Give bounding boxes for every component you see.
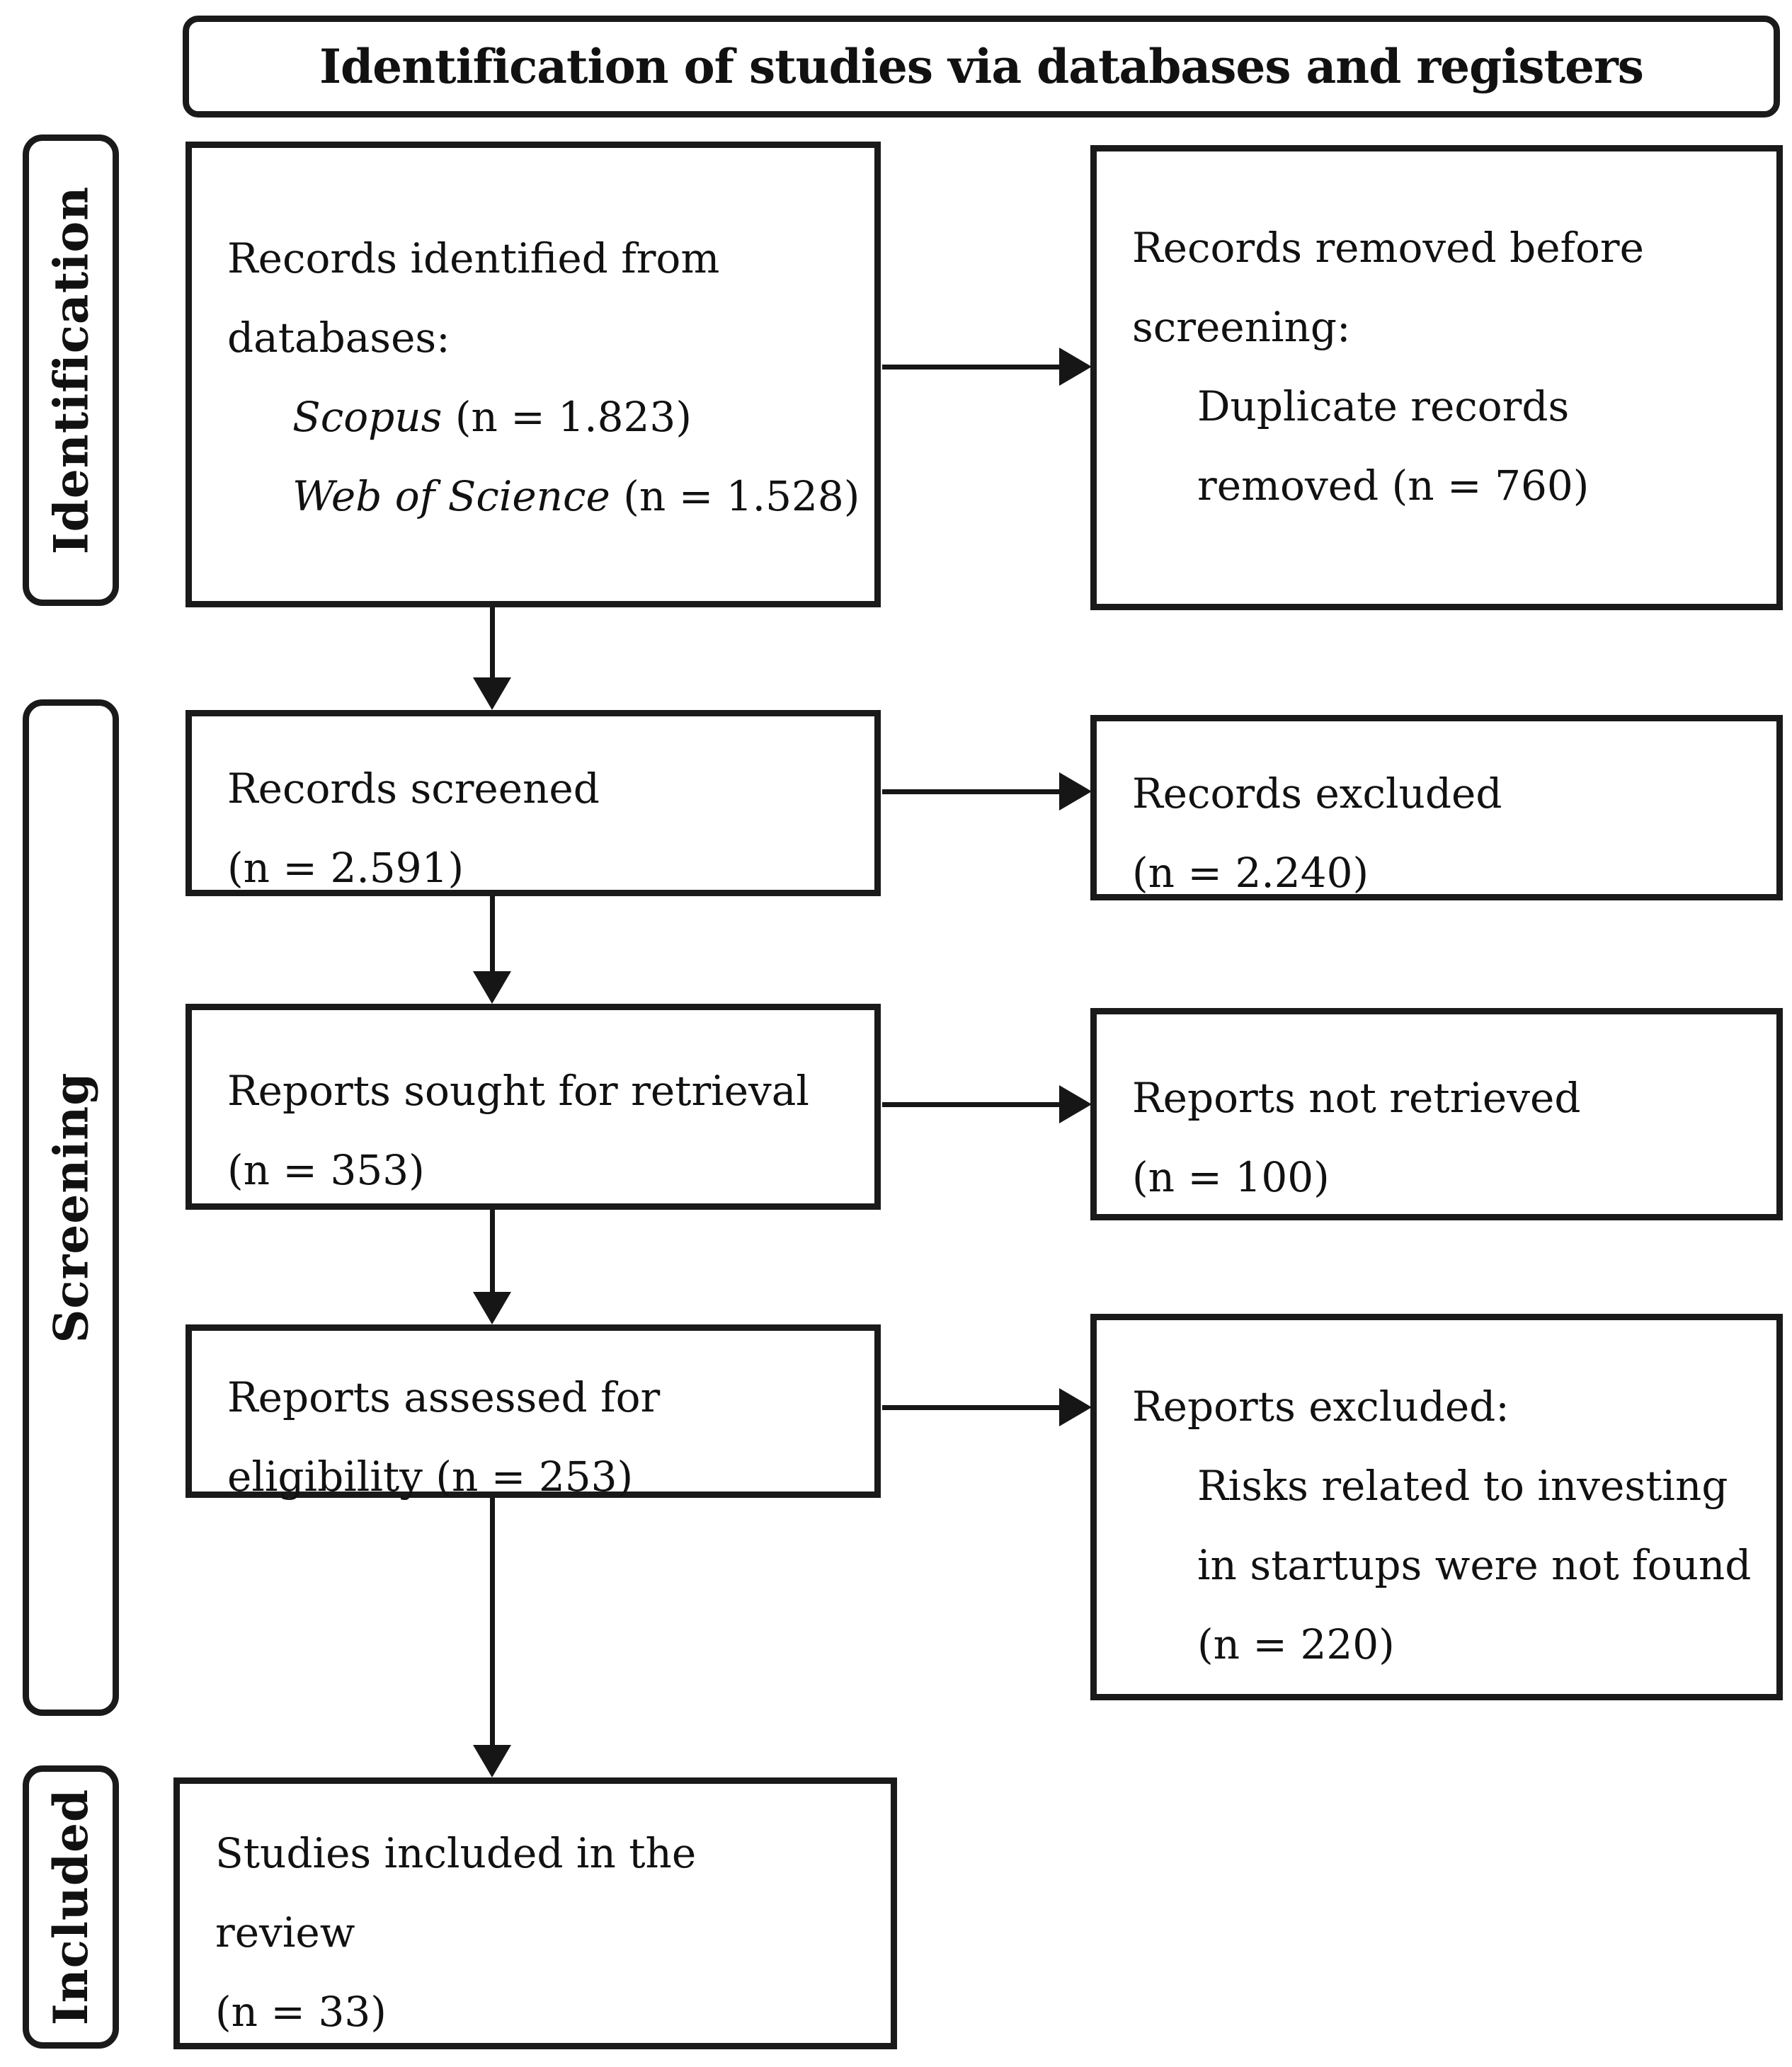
- arrow-right-icon: [882, 1387, 1092, 1427]
- box-reports-not-retrieved: Reports not retrieved (n = 100): [1090, 1008, 1783, 1220]
- arrow-head: [1059, 1388, 1092, 1426]
- box-studies-included: Studies included in the review (n = 33): [173, 1777, 897, 2049]
- records-screened-line1: Records screened: [227, 765, 600, 813]
- arrow-down-icon: [472, 896, 512, 1004]
- arrow-down-icon: [472, 1210, 512, 1324]
- records-screened-line2: (n = 2.591): [227, 844, 464, 892]
- arrow-shaft: [882, 364, 1059, 370]
- diagram-title: Identification of studies via databases …: [319, 39, 1644, 94]
- records-removed-line1: Records removed before: [1132, 224, 1644, 272]
- studies-included-line2: review: [215, 1908, 355, 1957]
- stage-box-screening: Screening: [23, 699, 119, 1716]
- arrow-head: [1059, 772, 1092, 811]
- reports-excluded-line1: Reports excluded:: [1132, 1382, 1509, 1431]
- arrow-down-icon: [472, 1498, 512, 1777]
- box-reports-assessed: Reports assessed for eligibility (n = 25…: [186, 1324, 881, 1501]
- arrow-down-icon: [472, 607, 512, 710]
- records-identified-line1: Records identified from: [227, 234, 720, 282]
- reports-excluded-detail3: (n = 220): [1197, 1620, 1395, 1668]
- reports-sought-line2: (n = 353): [227, 1146, 425, 1194]
- arrow-right-icon: [882, 347, 1092, 387]
- box-records-removed: Records removed before screening: Duplic…: [1090, 145, 1783, 610]
- stage-label-identification: Identification: [43, 185, 99, 555]
- arrow-head: [1059, 348, 1092, 386]
- stage-label-included: Included: [43, 1788, 99, 2026]
- stage-label-screening: Screening: [43, 1072, 99, 1344]
- arrow-right-icon: [882, 772, 1092, 811]
- records-removed-detail2: removed (n = 760): [1197, 462, 1590, 510]
- reports-assessed-line2: eligibility (n = 253): [227, 1453, 634, 1501]
- arrow-head: [473, 1745, 511, 1777]
- arrow-head: [473, 971, 511, 1004]
- arrow-shaft: [489, 1498, 495, 1745]
- arrow-right-icon: [882, 1084, 1092, 1124]
- records-removed-detail1: Duplicate records: [1197, 382, 1570, 430]
- reports-excluded-detail2: in startups were not found: [1197, 1541, 1752, 1589]
- arrow-head: [473, 1292, 511, 1324]
- studies-included-line1: Studies included in the: [215, 1829, 697, 1877]
- records-excluded-line2: (n = 2.240): [1132, 849, 1369, 897]
- arrow-shaft: [882, 789, 1059, 794]
- arrow-shaft: [489, 607, 495, 677]
- stage-box-included: Included: [23, 1765, 119, 2049]
- box-records-screened: Records screened (n = 2.591): [186, 710, 881, 896]
- reports-excluded-detail1: Risks related to investing: [1197, 1462, 1728, 1510]
- wos-label: Web of Science: [292, 472, 610, 520]
- records-identified-wos: Web of Science (n = 1.528): [227, 457, 860, 536]
- arrow-shaft: [489, 1210, 495, 1292]
- box-reports-excluded: Reports excluded: Risks related to inves…: [1090, 1314, 1783, 1700]
- arrow-head: [1059, 1085, 1092, 1123]
- arrow-shaft: [882, 1101, 1059, 1107]
- studies-included-line3: (n = 33): [215, 1988, 387, 2036]
- arrow-head: [473, 677, 511, 710]
- reports-assessed-line1: Reports assessed for: [227, 1373, 661, 1421]
- records-identified-line2: databases:: [227, 314, 450, 362]
- reports-not-retrieved-line1: Reports not retrieved: [1132, 1074, 1581, 1122]
- box-records-identified: Records identified from databases: Scopu…: [186, 142, 881, 607]
- scopus-count: (n = 1.823): [442, 393, 692, 441]
- scopus-label: Scopus: [292, 393, 443, 441]
- stage-box-identification: Identification: [23, 134, 119, 606]
- title-box: Identification of studies via databases …: [183, 16, 1780, 118]
- arrow-shaft: [489, 896, 495, 971]
- records-removed-line2: screening:: [1132, 303, 1351, 351]
- arrow-shaft: [882, 1404, 1059, 1410]
- reports-sought-line1: Reports sought for retrieval: [227, 1067, 809, 1115]
- reports-not-retrieved-line2: (n = 100): [1132, 1153, 1330, 1201]
- records-identified-scopus: Scopus (n = 1.823): [227, 377, 853, 457]
- wos-count: (n = 1.528): [610, 472, 860, 520]
- box-reports-sought: Reports sought for retrieval (n = 353): [186, 1004, 881, 1210]
- records-excluded-line1: Records excluded: [1132, 769, 1502, 818]
- box-records-excluded: Records excluded (n = 2.240): [1090, 715, 1783, 900]
